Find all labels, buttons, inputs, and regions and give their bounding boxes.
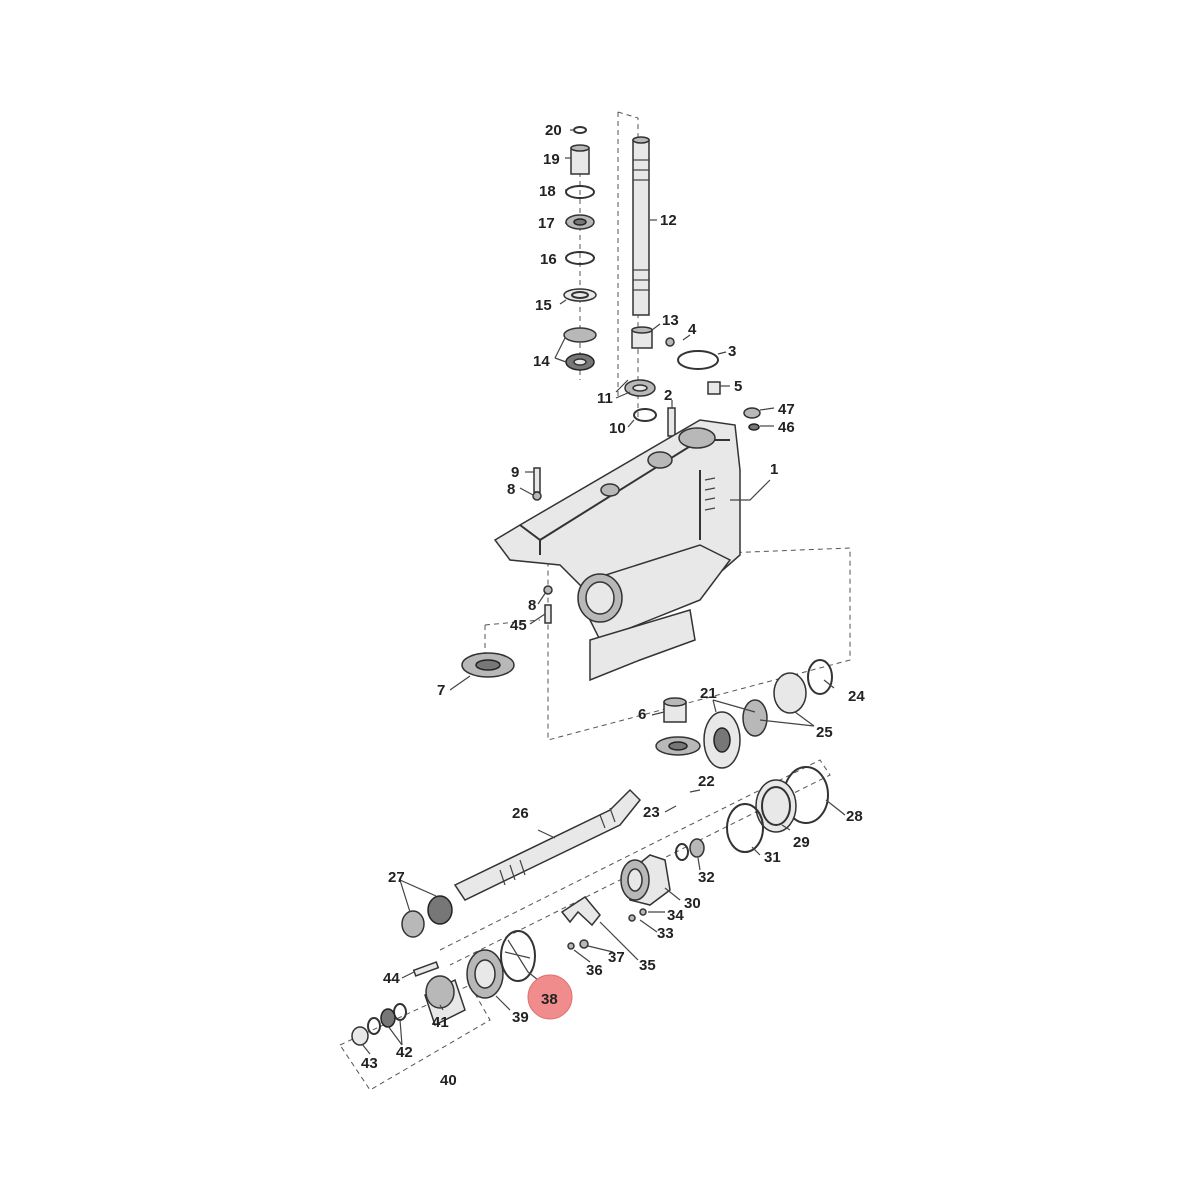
- part-label-11: 11: [597, 390, 613, 407]
- part-label-14: 14: [533, 353, 550, 370]
- part-label-5: 5: [734, 378, 742, 395]
- part-label-22: 22: [698, 773, 715, 790]
- guide-lines: [339, 111, 851, 1091]
- part-label-37: 37: [608, 949, 625, 966]
- part-label-16: 16: [540, 251, 557, 268]
- drive-shaft: [632, 136, 650, 316]
- part-label-38: 38: [541, 991, 558, 1008]
- part-label-26: 26: [512, 805, 529, 822]
- part-label-19: 19: [543, 151, 560, 168]
- propeller-shaft: [401, 788, 642, 938]
- part-label-10: 10: [609, 420, 626, 437]
- part-label-3: 3: [728, 343, 736, 360]
- fasteners-left: [461, 467, 553, 678]
- part-label-21: 21: [700, 685, 717, 702]
- small-parts-top: [624, 326, 761, 437]
- part-label-8-lower: 8: [528, 597, 536, 614]
- part-label-23: 23: [643, 804, 660, 821]
- part-label-47: 47: [778, 401, 795, 418]
- part-label-4: 4: [688, 321, 697, 338]
- part-label-44: 44: [383, 970, 400, 987]
- part-label-12: 12: [660, 212, 677, 229]
- part-label-45: 45: [510, 617, 527, 634]
- gearcase-housing: [493, 419, 741, 682]
- part-label-39: 39: [512, 1009, 529, 1026]
- part-label-27: 27: [388, 869, 405, 886]
- part-label-8-upper: 8: [507, 481, 515, 498]
- part-label-7: 7: [437, 682, 445, 699]
- part-label-9: 9: [511, 464, 519, 481]
- part-label-46: 46: [778, 419, 795, 436]
- part-label-40: 40: [440, 1072, 457, 1089]
- gear-train: [655, 659, 833, 769]
- part-label-43: 43: [361, 1055, 378, 1072]
- part-label-13: 13: [662, 312, 679, 329]
- part-label-2: 2: [664, 387, 672, 404]
- upper-bearing-stack: [563, 126, 597, 371]
- part-label-42: 42: [396, 1044, 413, 1061]
- part-label-30: 30: [684, 895, 701, 912]
- part-label-32: 32: [698, 869, 715, 886]
- prop-hub-assembly: [351, 930, 536, 1046]
- part-label-17: 17: [538, 215, 555, 232]
- part-label-36: 36: [586, 962, 603, 979]
- part-label-28: 28: [846, 808, 863, 825]
- part-label-20: 20: [545, 122, 562, 139]
- part-label-15: 15: [535, 297, 552, 314]
- highlight-circle: [527, 974, 573, 1020]
- part-label-29: 29: [793, 834, 810, 851]
- part-label-33: 33: [657, 925, 674, 942]
- part-label-1: 1: [770, 461, 778, 478]
- part-label-34: 34: [667, 907, 684, 924]
- part-label-31: 31: [764, 849, 781, 866]
- part-label-41: 41: [432, 1014, 449, 1031]
- part-label-6: 6: [638, 706, 646, 723]
- bearing-carrier-assembly: [560, 766, 829, 950]
- part-label-35: 35: [639, 957, 656, 974]
- part-label-24: 24: [848, 688, 865, 705]
- part-label-18: 18: [539, 183, 556, 200]
- part-label-25: 25: [816, 724, 833, 741]
- part-labels: 1 2 3 4 5 6 7 8 8 9 10 11 12 13 14 15 16…: [361, 122, 865, 1089]
